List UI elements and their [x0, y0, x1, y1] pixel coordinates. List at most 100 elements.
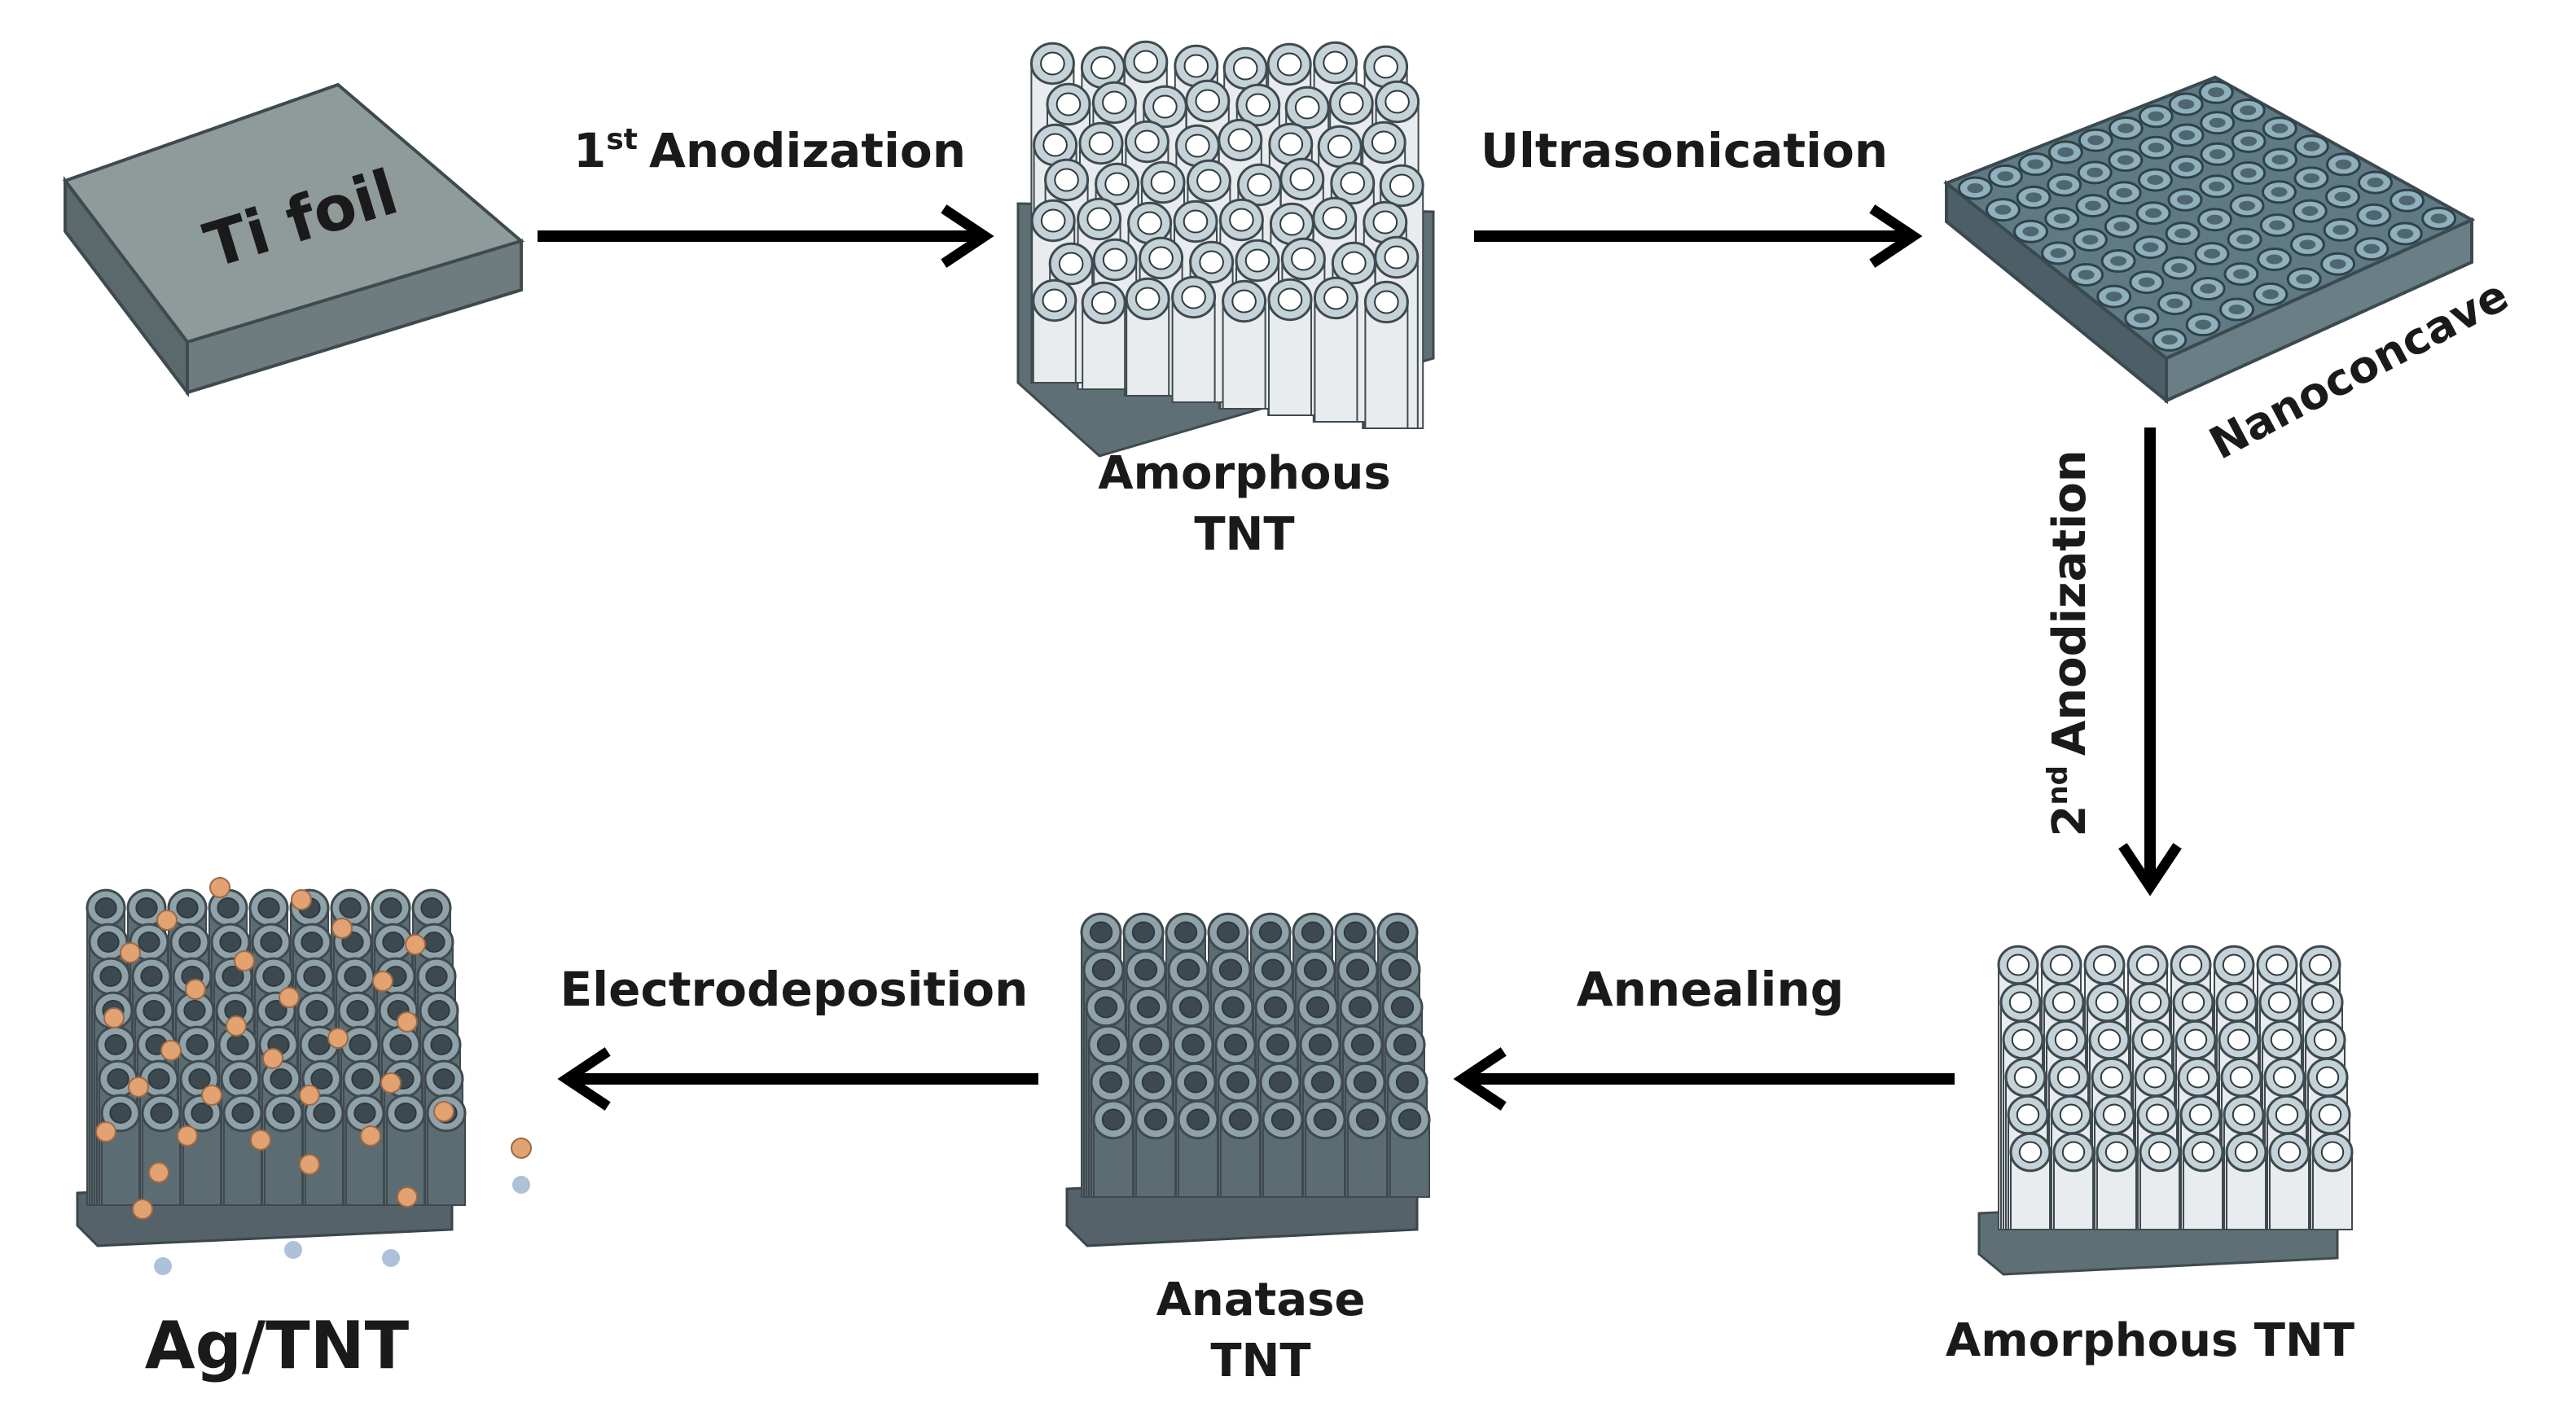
nanoconcave-dimple-center	[2240, 136, 2258, 147]
nanoconcave-dimple-center	[2240, 105, 2257, 116]
nanoconcave-dimple-center	[2027, 159, 2044, 169]
ag-nanoparticle	[331, 918, 353, 939]
ag-nanoparticle	[372, 971, 393, 992]
nanoconcave-dimple-center	[2206, 214, 2223, 225]
ag-nanoparticle	[291, 889, 312, 910]
ag-nanoparticle	[177, 1125, 198, 1147]
nanotube	[1346, 1099, 1389, 1198]
ag-nanoparticle	[433, 1101, 454, 1122]
nanoconcave-dimple-center	[2105, 292, 2122, 302]
nanoconcave-dimple-center	[2161, 335, 2178, 345]
ag-nanoparticle	[511, 1138, 532, 1159]
nanoconcave-dimple-center	[2025, 192, 2043, 203]
ag-nanoparticle	[156, 910, 178, 931]
nanotube	[1134, 1099, 1177, 1198]
nanotube	[2182, 1132, 2224, 1230]
nanotube	[1081, 281, 1126, 390]
nanoconcave-dimple-center	[2367, 178, 2384, 188]
ag-nanoparticle	[234, 950, 255, 971]
amorphous-tnt-2-label: Amorphous TNT	[1946, 1314, 2354, 1367]
nanoconcave-dimple-center	[2176, 195, 2193, 205]
anatase-tnt-label-line1: Anatase	[1156, 1274, 1366, 1326]
nanoconcave-dimple-center	[2087, 167, 2104, 178]
nanoconcave-dimple-center	[2195, 319, 2212, 330]
nanoconcave-dimple-center	[2334, 191, 2351, 202]
nanotube	[1363, 280, 1409, 429]
nanoconcave-dimple-center	[2209, 149, 2226, 160]
nanotube	[1389, 1099, 1431, 1198]
nanoconcave-dimple-center	[2302, 173, 2319, 183]
ag-nanoparticle	[405, 934, 426, 955]
nanotube	[222, 1094, 263, 1206]
nanoconcave-dimple-center	[2296, 274, 2313, 284]
nanoconcave-dimple-center	[1995, 204, 2012, 215]
ag-nanoparticle	[279, 987, 300, 1008]
nanoconcave-dimple-center	[2113, 221, 2131, 232]
second-anodization-label: 2ndAnodization	[2042, 449, 2096, 836]
nanoconcave-dimple-center	[2269, 220, 2286, 230]
nanoconcave-dimple-center	[2303, 141, 2320, 151]
nanoconcave-dimple-center	[2203, 248, 2220, 259]
nanoconcave-dimple-center	[2117, 123, 2135, 134]
ag-nanoparticle	[209, 877, 230, 898]
nanotube	[263, 1094, 304, 1206]
ag-nanoparticle	[327, 1028, 349, 1049]
nanoconcave-dimple-center	[2178, 99, 2195, 110]
nanoconcave-dimple-center	[2170, 263, 2188, 274]
ag-nanoparticle	[380, 1072, 402, 1094]
disordered-nanotube-array-icon	[1016, 40, 1435, 458]
nanotube	[2311, 1132, 2354, 1230]
nanoconcave-dimple-center	[2430, 213, 2447, 224]
ag-nanoparticle	[128, 1076, 149, 1098]
nanoconcave-dimple-center	[2147, 174, 2164, 185]
nanotube	[304, 1094, 344, 1206]
nanoconcave-dimple-center	[2266, 254, 2283, 265]
ag-nanoparticle	[299, 1085, 320, 1106]
nanoconcave-dimple-center	[2022, 226, 2039, 237]
nanoconcave-dimple-center	[2302, 206, 2319, 217]
nanoconcave-dimple-center	[2271, 155, 2289, 165]
ti-foil-block-icon	[62, 82, 525, 397]
electrodeposition-label: Electrodeposition	[560, 962, 1029, 1017]
falling-particle	[284, 1241, 302, 1259]
nanotube	[182, 1094, 222, 1206]
nanotube	[1171, 275, 1217, 403]
nanotube	[2225, 1132, 2267, 1230]
nanoconcave-dimple-center	[2239, 200, 2256, 211]
nanoconcave-dimple-center	[2057, 147, 2074, 157]
nanoconcave-dimple-center	[2087, 135, 2104, 146]
nanoconcave-dimple-center	[2084, 200, 2101, 211]
nanoconcave-dimple-center	[2082, 235, 2099, 245]
nanoconcave-dimple-center	[2116, 187, 2133, 198]
nanoconcave-dimple-center	[2166, 298, 2183, 309]
ag-nanoparticle	[360, 1125, 381, 1147]
ag-tnt-label: Ag/TNT	[145, 1308, 410, 1383]
ag-nanoparticle	[299, 1154, 320, 1175]
nanoconcave-dimple-center	[2232, 269, 2249, 279]
nanoconcave-dimple-center	[2110, 256, 2127, 266]
ag-nanoparticle	[132, 1199, 153, 1220]
ag-nanoparticle	[148, 1162, 169, 1183]
nanotube	[1032, 278, 1077, 384]
nanotube	[141, 1094, 182, 1206]
nanoconcave-dimple-center	[2138, 277, 2155, 287]
falling-particle	[512, 1176, 530, 1194]
nanoconcave-dimple-center	[2056, 180, 2073, 191]
nanotube	[2268, 1132, 2311, 1230]
nanoconcave-dimple-center	[2365, 210, 2382, 221]
amorphous-tnt-1-label-line1: Amorphous	[1098, 447, 1390, 500]
ag-nanoparticle	[120, 942, 141, 963]
ag-nanoparticle	[397, 1186, 418, 1208]
nanoconcave-dimple-center	[2228, 305, 2245, 315]
anatase-tnt-label-line2: TNT	[1210, 1335, 1310, 1388]
nanoconcave-dimple-center	[2208, 181, 2225, 191]
nanoconcave-dimple-center	[2397, 228, 2414, 239]
ordered-light-nanotube-array-icon	[1977, 945, 2354, 1276]
nanoconcave-dimple-center	[2398, 195, 2416, 206]
nanoconcave-dimple-center	[2329, 259, 2346, 270]
nanoconcave-dimple-center	[2240, 168, 2257, 178]
ag-nanoparticle	[201, 1085, 222, 1106]
nanotube	[1267, 278, 1313, 416]
